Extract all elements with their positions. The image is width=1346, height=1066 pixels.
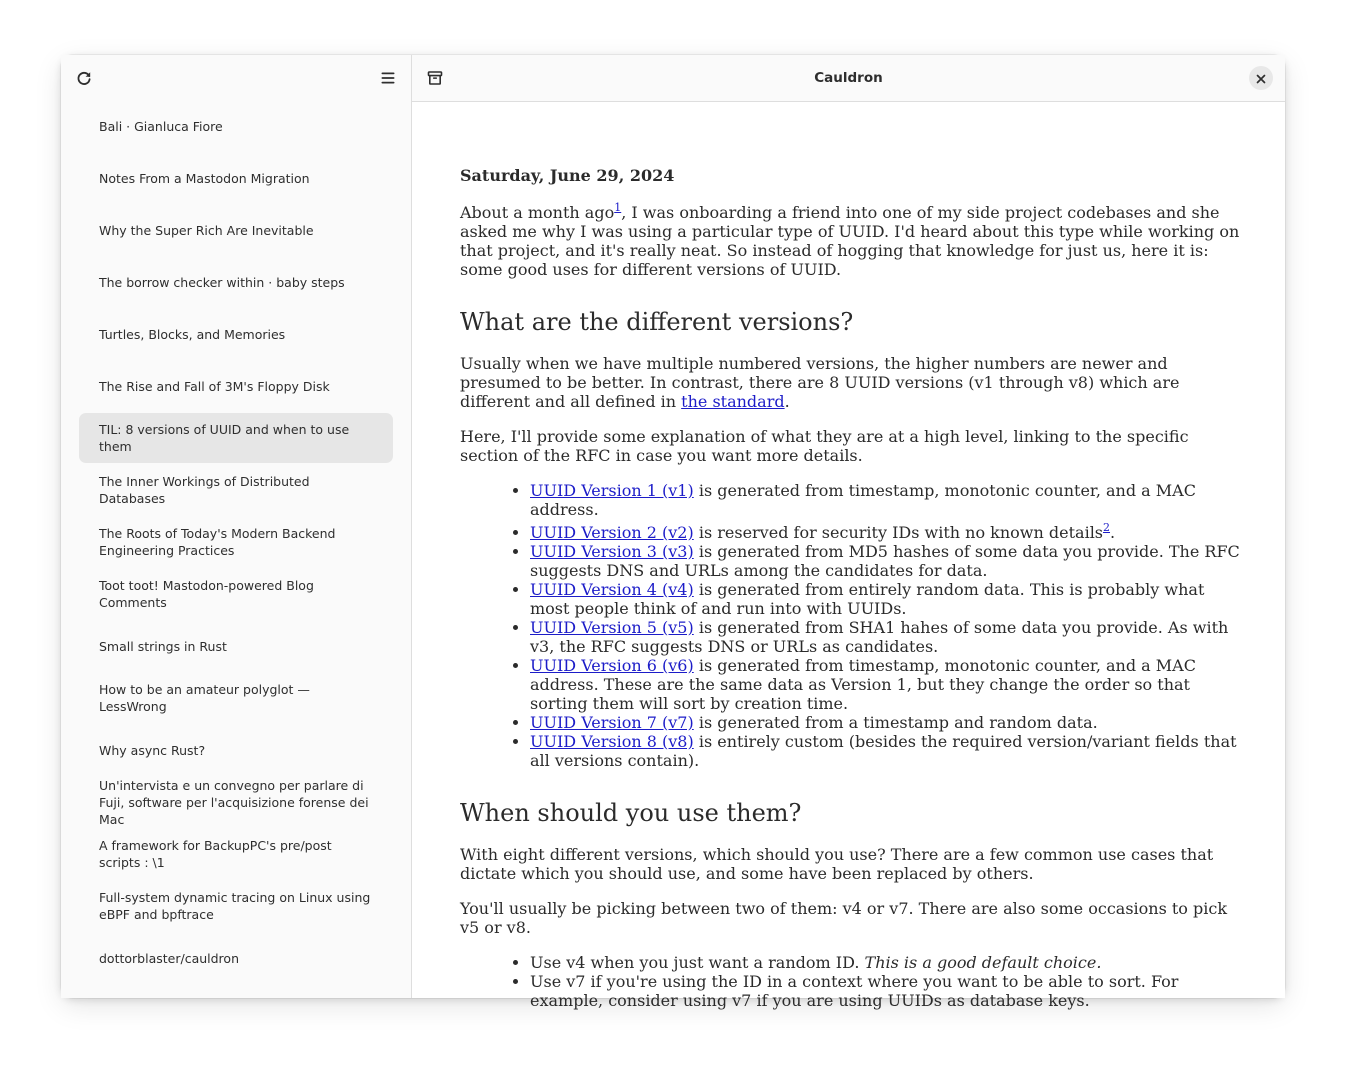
footnote-link-2[interactable]: 2 (1103, 521, 1111, 534)
intro-text: About a month ago (460, 203, 615, 222)
content-header: Cauldron (412, 55, 1285, 102)
list-item: Use v7 if you're using the ID in a conte… (530, 972, 1240, 1010)
list-item[interactable]: Notes From a Mastodon Migration (79, 153, 393, 203)
list-item-label: Full-system dynamic tracing on Linux usi… (99, 890, 371, 922)
heading-when: When should you use them? (460, 799, 802, 827)
list-item[interactable]: Turtles, Blocks, and Memories (79, 309, 393, 359)
usage-text: Use v7 if you're using the ID in a conte… (530, 972, 1179, 1010)
sidebar: Bali · Gianluca Fiore Notes From a Masto… (61, 55, 412, 998)
list-item-label: Why the Super Rich Are Inevitable (99, 222, 314, 238)
feed-list: Bali · Gianluca Fiore Notes From a Masto… (79, 101, 393, 985)
list-item: UUID Version 5 (v5) is generated from SH… (530, 618, 1240, 656)
uuid-v7-link[interactable]: UUID Version 7 (v7) (530, 713, 694, 732)
usage-list: Use v4 when you just want a random ID. T… (460, 953, 1240, 1010)
intro-text-cont: , I was onboarding a friend into one of … (460, 203, 1240, 279)
version-desc: is entirely custom (besides the required… (530, 732, 1237, 770)
content-pane: Cauldron Saturday, June 29, 2024 About a… (412, 55, 1285, 1010)
list-item-label: dottorblaster/cauldron (99, 950, 239, 966)
list-item[interactable]: How to be an amateur polyglot — LessWron… (79, 673, 393, 723)
usage-emphasis: This is a good default choice. (864, 953, 1102, 972)
version-desc: is generated from timestamp, monotonic c… (530, 481, 1196, 519)
article-body: Saturday, June 29, 2024 About a month ag… (460, 101, 1240, 1010)
versions-list: UUID Version 1 (v1) is generated from ti… (460, 481, 1240, 770)
list-item: UUID Version 8 (v8) is entirely custom (… (530, 732, 1240, 770)
list-item: UUID Version 3 (v3) is generated from MD… (530, 542, 1240, 580)
archive-icon (427, 70, 443, 86)
list-item-label: Turtles, Blocks, and Memories (99, 326, 286, 342)
hamburger-menu-icon (380, 70, 396, 86)
uuid-v6-link[interactable]: UUID Version 6 (v6) (530, 656, 694, 675)
list-item-label: The borrow checker within · baby steps (99, 274, 345, 290)
close-icon (1256, 69, 1266, 88)
version-desc: is generated from MD5 hashes of some dat… (530, 542, 1240, 580)
list-item[interactable]: The Inner Workings of Distributed Databa… (79, 465, 393, 515)
list-item-label: Notes From a Mastodon Migration (99, 170, 310, 186)
archive-button[interactable] (418, 61, 452, 95)
list-item-label: Bali · Gianluca Fiore (99, 118, 223, 134)
list-item-label: Toot toot! Mastodon-powered Blog Comment… (99, 578, 314, 610)
versions-text-end: . (784, 392, 790, 411)
list-item: UUID Version 1 (v1) is generated from ti… (530, 481, 1240, 519)
version-desc: is generated from entirely random data. … (530, 580, 1205, 618)
list-item: UUID Version 2 (v2) is reserved for secu… (530, 521, 1240, 542)
list-item-label: Why async Rust? (99, 742, 206, 758)
article-date: Saturday, June 29, 2024 (460, 166, 675, 185)
version-desc: is generated from timestamp, monotonic c… (530, 656, 1196, 713)
list-item-label: The Inner Workings of Distributed Databa… (99, 474, 310, 506)
uuid-v3-link[interactable]: UUID Version 3 (v3) (530, 542, 694, 561)
footnote-link-1[interactable]: 1 (614, 201, 622, 214)
list-item-label: The Roots of Today's Modern Backend Engi… (99, 526, 336, 558)
when-paragraph: With eight different versions, which sho… (460, 845, 1214, 883)
list-item: UUID Version 7 (v7) is generated from a … (530, 713, 1240, 732)
uuid-v8-link[interactable]: UUID Version 8 (v8) (530, 732, 694, 751)
list-item-label: The Rise and Fall of 3M's Floppy Disk (99, 378, 330, 394)
list-item[interactable]: The borrow checker within · baby steps (79, 257, 393, 307)
version-desc-end: . (1110, 523, 1116, 542)
list-item-label: How to be an amateur polyglot — LessWron… (99, 682, 310, 714)
list-item: UUID Version 6 (v6) is generated from ti… (530, 656, 1240, 713)
intro-paragraph: About a month ago1, I was onboarding a f… (460, 201, 1240, 279)
menu-button[interactable] (371, 61, 405, 95)
close-button[interactable] (1249, 66, 1273, 90)
refresh-button[interactable] (67, 61, 101, 95)
list-item[interactable]: Full-system dynamic tracing on Linux usi… (79, 881, 393, 931)
list-item[interactable]: Bali · Gianluca Fiore (79, 101, 393, 151)
explain-paragraph: Here, I'll provide some explanation of w… (460, 427, 1189, 465)
list-item[interactable]: Un'intervista e un convegno per parlare … (79, 777, 393, 827)
list-item: UUID Version 4 (v4) is generated from en… (530, 580, 1240, 618)
version-desc: is reserved for security IDs with no kno… (693, 523, 1104, 542)
list-item-label: Un'intervista e un convegno per parlare … (99, 777, 369, 827)
list-item[interactable]: Why async Rust? (79, 725, 393, 775)
uuid-v4-link[interactable]: UUID Version 4 (v4) (530, 580, 694, 599)
list-item-label: TIL: 8 versions of UUID and when to use … (99, 422, 350, 454)
list-item-selected[interactable]: TIL: 8 versions of UUID and when to use … (79, 413, 393, 463)
usage-text: Use v4 when you just want a random ID. (530, 953, 865, 972)
versions-text: Usually when we have multiple numbered v… (460, 354, 1180, 411)
app-window: Bali · Gianluca Fiore Notes From a Masto… (61, 55, 1285, 1010)
window-title: Cauldron (814, 70, 883, 86)
list-item[interactable]: dottorblaster/cauldron (79, 933, 393, 983)
list-item[interactable]: Toot toot! Mastodon-powered Blog Comment… (79, 569, 393, 619)
version-desc: is generated from SHA1 hahes of some dat… (530, 618, 1229, 656)
standard-link[interactable]: the standard (681, 392, 785, 411)
usually-paragraph: You'll usually be picking between two of… (460, 899, 1228, 937)
list-item[interactable]: The Roots of Today's Modern Backend Engi… (79, 517, 393, 567)
list-item[interactable]: The Rise and Fall of 3M's Floppy Disk (79, 361, 393, 411)
refresh-icon (76, 70, 92, 86)
uuid-v1-link[interactable]: UUID Version 1 (v1) (530, 481, 694, 500)
version-desc: is generated from a timestamp and random… (693, 713, 1098, 732)
list-item[interactable]: Why the Super Rich Are Inevitable (79, 205, 393, 255)
list-item: Use v4 when you just want a random ID. T… (530, 953, 1240, 972)
sidebar-header (61, 55, 411, 101)
list-item-label: Small strings in Rust (99, 638, 227, 654)
heading-versions: What are the different versions? (460, 308, 854, 336)
list-item[interactable]: A framework for BackupPC's pre/post scri… (79, 829, 393, 879)
list-item[interactable]: Small strings in Rust (79, 621, 393, 671)
versions-paragraph: Usually when we have multiple numbered v… (460, 354, 1240, 411)
list-item-label: A framework for BackupPC's pre/post scri… (99, 838, 332, 870)
uuid-v2-link[interactable]: UUID Version 2 (v2) (530, 523, 694, 542)
uuid-v5-link[interactable]: UUID Version 5 (v5) (530, 618, 694, 637)
